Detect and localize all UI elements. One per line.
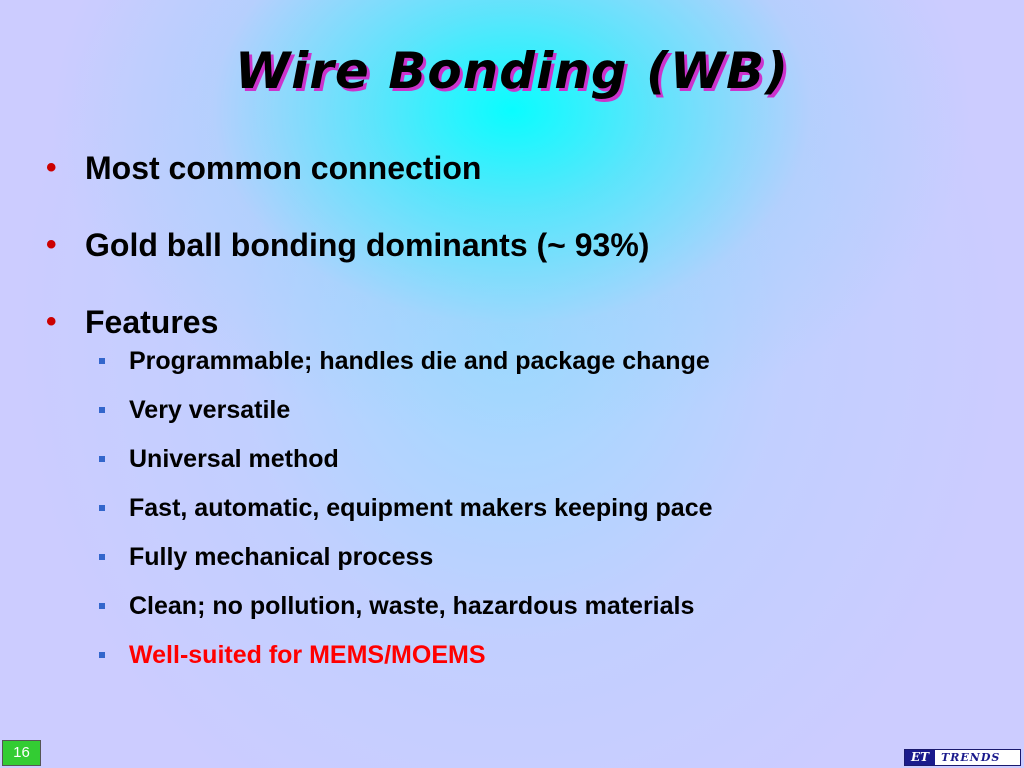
sub-bullet-item: Fast, automatic, equipment makers keepin… <box>46 493 986 523</box>
page-number-badge: 16 <box>2 740 41 766</box>
sub-bullet-text: Clean; no pollution, waste, hazardous ma… <box>129 592 695 620</box>
sub-bullet-text: Fast, automatic, equipment makers keepin… <box>129 494 713 522</box>
sub-bullet-text: Universal method <box>129 445 339 473</box>
sub-bullet-text: Well-suited for MEMS/MOEMS <box>129 641 486 669</box>
sub-bullet-text: Programmable; handles die and package ch… <box>129 347 710 375</box>
bullet-dot-icon: • <box>46 151 57 184</box>
square-bullet-icon <box>99 603 105 609</box>
bullet-text: Gold ball bonding dominants (~ 93%) <box>85 227 650 263</box>
bullet-text: Most common connection <box>85 150 482 186</box>
features-sublist-container: Programmable; handles die and package ch… <box>46 346 986 670</box>
square-bullet-icon <box>99 505 105 511</box>
sub-bullet-item: Programmable; handles die and package ch… <box>46 346 986 376</box>
square-bullet-icon <box>99 456 105 462</box>
logo-et-text: ET <box>905 750 936 765</box>
logo-trends-text: TRENDS <box>941 751 1001 764</box>
square-bullet-icon <box>99 554 105 560</box>
bullet-item: • Gold ball bonding dominants (~ 93%) <box>46 225 986 265</box>
bullet-dot-icon: • <box>46 228 57 261</box>
bullet-list: • Most common connection • Gold ball bon… <box>46 148 986 689</box>
bullet-text: Features <box>85 304 219 340</box>
sub-bullet-text: Fully mechanical process <box>129 543 434 571</box>
features-sublist: Programmable; handles die and package ch… <box>46 346 986 670</box>
sub-bullet-item: Clean; no pollution, waste, hazardous ma… <box>46 591 986 621</box>
sub-bullet-item: Universal method <box>46 444 986 474</box>
bullet-item: • Features <box>46 302 986 342</box>
square-bullet-icon <box>99 358 105 364</box>
slide-title: Wire Bonding (WB) <box>234 42 789 100</box>
et-trends-logo: ET TRENDS <box>904 749 1021 766</box>
sub-bullet-item: Very versatile <box>46 395 986 425</box>
sub-bullet-item-highlighted: Well-suited for MEMS/MOEMS <box>46 640 986 670</box>
square-bullet-icon <box>99 652 105 658</box>
sub-bullet-item: Fully mechanical process <box>46 542 986 572</box>
square-bullet-icon <box>99 407 105 413</box>
bullet-dot-icon: • <box>46 305 57 338</box>
bullet-item: • Most common connection <box>46 148 986 188</box>
sub-bullet-text: Very versatile <box>129 396 291 424</box>
